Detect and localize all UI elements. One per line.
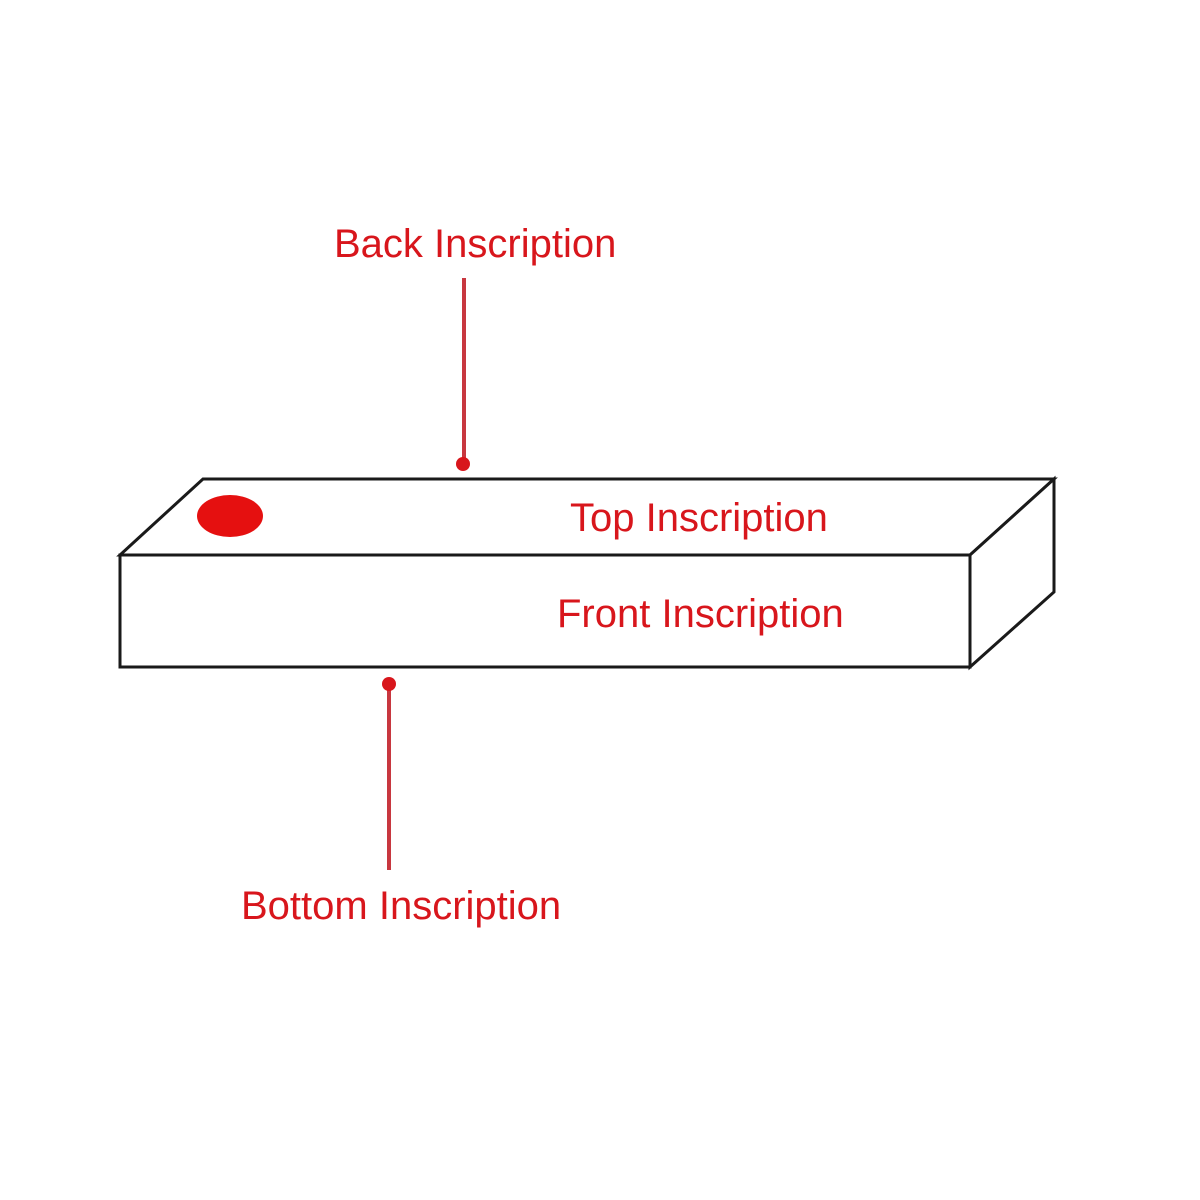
red-marker-dot	[197, 495, 263, 537]
box-front-face	[118, 553, 972, 669]
top-inscription-label: Top Inscription	[570, 496, 828, 540]
back-leader-dot	[456, 457, 470, 471]
bottom-leader-dot	[382, 677, 396, 691]
box-side-face	[968, 475, 1056, 671]
front-inscription-label: Front Inscription	[557, 592, 844, 636]
bottom-inscription-label: Bottom Inscription	[241, 884, 562, 928]
back-inscription-label: Back Inscription	[334, 222, 617, 266]
